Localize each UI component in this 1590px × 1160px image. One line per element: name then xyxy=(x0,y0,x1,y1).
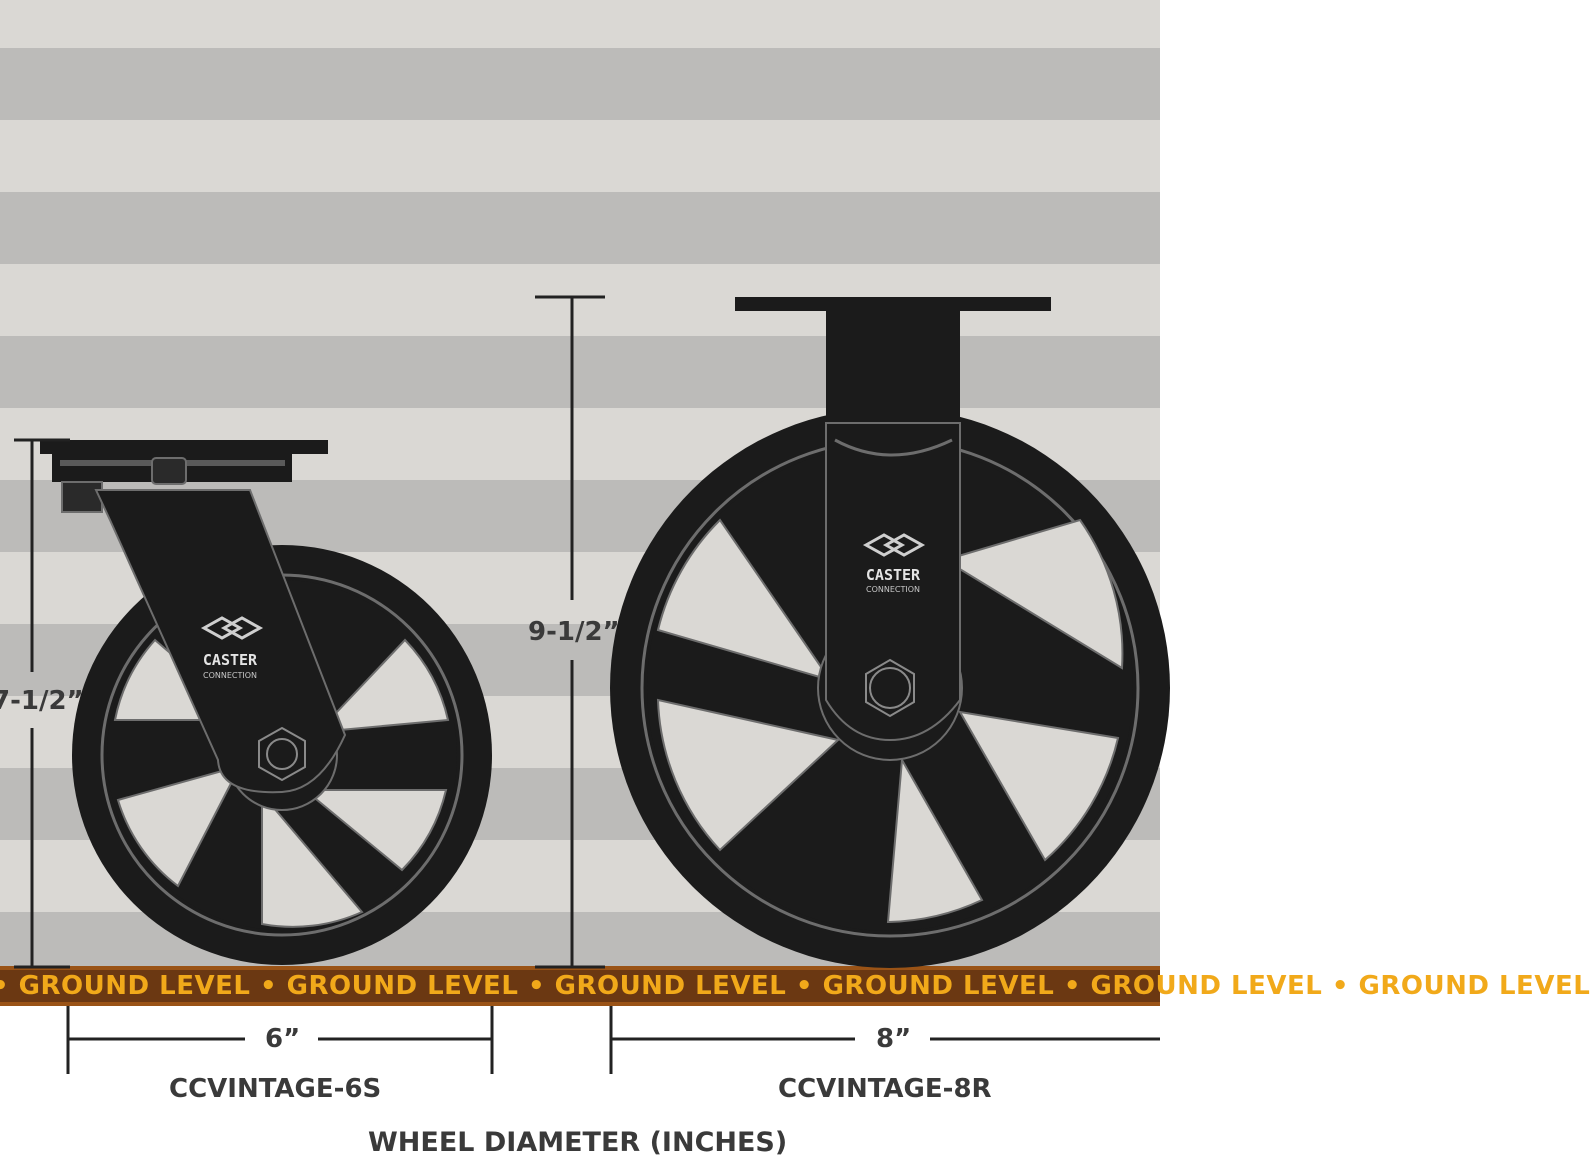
logo-text-8r: CASTER xyxy=(866,566,921,584)
caster-logo-6s: CASTER CONNECTION xyxy=(200,616,264,680)
caster-8r: CASTER CONNECTION xyxy=(610,297,1170,968)
axle-nut-6s xyxy=(258,726,306,782)
height-label-8r: 9-1/2” xyxy=(528,617,620,647)
diameter-dimension-6s xyxy=(66,1006,494,1074)
mount-plate-6s xyxy=(40,440,328,513)
ground-level-strip: • GROUND LEVEL • GROUND LEVEL • GROUND L… xyxy=(0,970,1590,1002)
model-label-8r: CCVINTAGE-8R xyxy=(778,1074,992,1104)
footer-area xyxy=(0,1006,1160,1160)
height-label-6s: 7-1/2” xyxy=(0,686,84,716)
axis-title: WHEEL DIAMETER (INCHES) xyxy=(368,1127,788,1158)
ground-level-text: • GROUND LEVEL • GROUND LEVEL • GROUND L… xyxy=(0,971,1590,1001)
logo-text-6s: CASTER xyxy=(203,651,258,669)
backdrop-stripe xyxy=(0,336,1160,408)
height-dimension-6s xyxy=(14,438,70,969)
height-dimension-8r xyxy=(535,295,605,969)
mount-plate-8r xyxy=(735,297,1051,423)
caster-illustrations: CASTER CONNECTION xyxy=(14,295,1170,1074)
diameter-label-6s: 6” xyxy=(265,1024,301,1054)
backdrop-stripe xyxy=(0,192,1160,264)
backdrop-stripe xyxy=(0,120,1160,192)
backdrop-stripe xyxy=(0,0,1160,48)
model-label-6s: CCVINTAGE-6S xyxy=(169,1074,382,1104)
backdrop-stripe xyxy=(0,48,1160,120)
diameter-dimension-8r xyxy=(609,1006,1160,1074)
logo-subtext-6s: CONNECTION xyxy=(203,671,257,680)
caster-6s: CASTER CONNECTION xyxy=(40,440,492,965)
fork-6s xyxy=(94,489,347,794)
logo-subtext-8r: CONNECTION xyxy=(866,585,920,594)
fork-8r xyxy=(825,422,961,742)
caster-logo-8r: CASTER CONNECTION xyxy=(862,533,926,594)
axle-nut-8r xyxy=(865,658,915,718)
diameter-label-8r: 8” xyxy=(876,1024,912,1054)
